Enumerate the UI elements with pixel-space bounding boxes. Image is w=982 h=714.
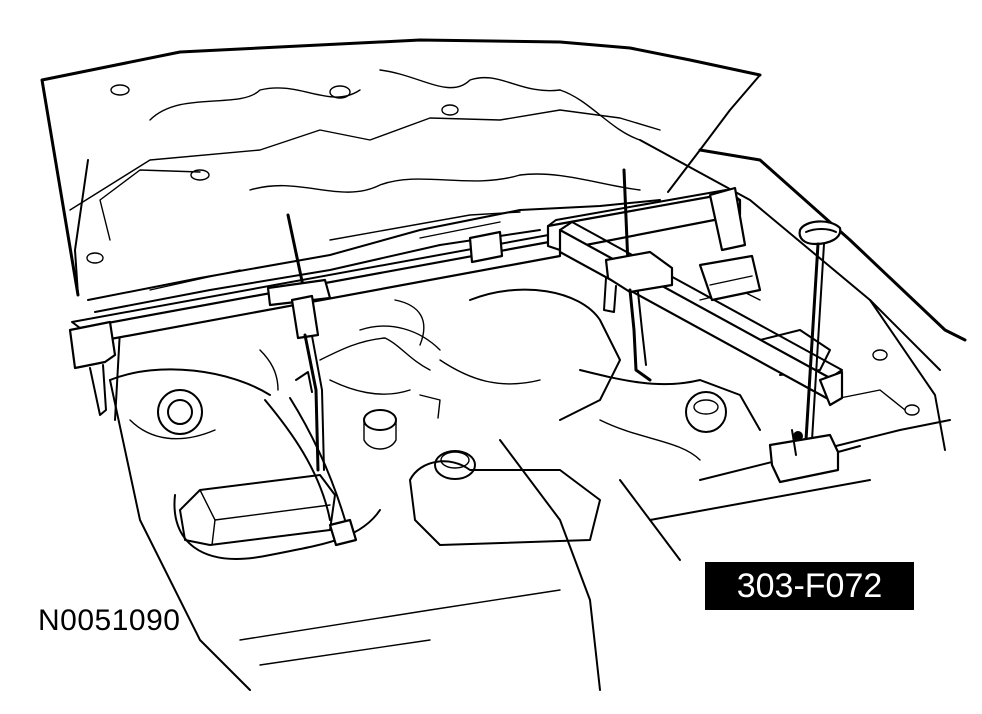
engine-components <box>109 288 906 560</box>
t-handle-hook <box>768 220 861 484</box>
support-bar-crossbeam <box>68 186 747 416</box>
left-hook-assembly <box>266 213 332 472</box>
hood-outline <box>40 38 762 297</box>
tool-number-badge: 303-F072 <box>705 562 914 610</box>
bracket-details <box>259 299 441 547</box>
support-bar-sidebeam <box>558 221 844 407</box>
body-outline <box>109 139 967 691</box>
right-hook-assembly <box>603 168 762 382</box>
figure-id-label: N0051090 <box>38 604 181 637</box>
